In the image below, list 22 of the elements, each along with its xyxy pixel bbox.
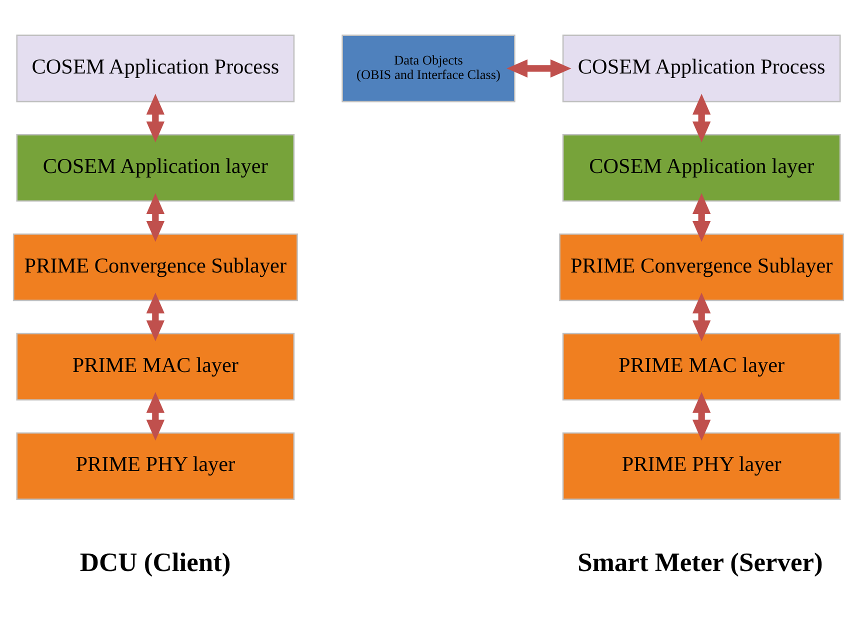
- node-box: PRIME Convergence Sublayer: [12, 232, 298, 301]
- arrow: [692, 192, 711, 242]
- arrow: [692, 391, 711, 440]
- node-box: PRIME MAC layer: [16, 332, 295, 400]
- arrow: [146, 391, 165, 440]
- label: Smart Meter (Server): [578, 546, 823, 576]
- node-box: COSEM Application layer: [562, 134, 841, 202]
- arrow: [146, 93, 165, 142]
- arrow: [146, 292, 165, 341]
- node-box: PRIME MAC layer: [562, 332, 841, 400]
- node-box: PRIME PHY layer: [16, 432, 295, 500]
- node-box: PRIME Convergence Sublayer: [559, 232, 844, 301]
- node-box: COSEM Application Process: [562, 34, 841, 102]
- node-box: Data Objects (OBIS and Interface Class): [342, 34, 516, 102]
- arrow: [692, 93, 711, 142]
- label: DCU (Client): [80, 546, 231, 576]
- node-box: PRIME PHY layer: [562, 432, 841, 500]
- node-box: COSEM Application layer: [16, 134, 295, 202]
- node-box: COSEM Application Process: [16, 34, 295, 102]
- arrow: [692, 292, 711, 341]
- arrow: [506, 58, 572, 78]
- arrow: [146, 192, 165, 242]
